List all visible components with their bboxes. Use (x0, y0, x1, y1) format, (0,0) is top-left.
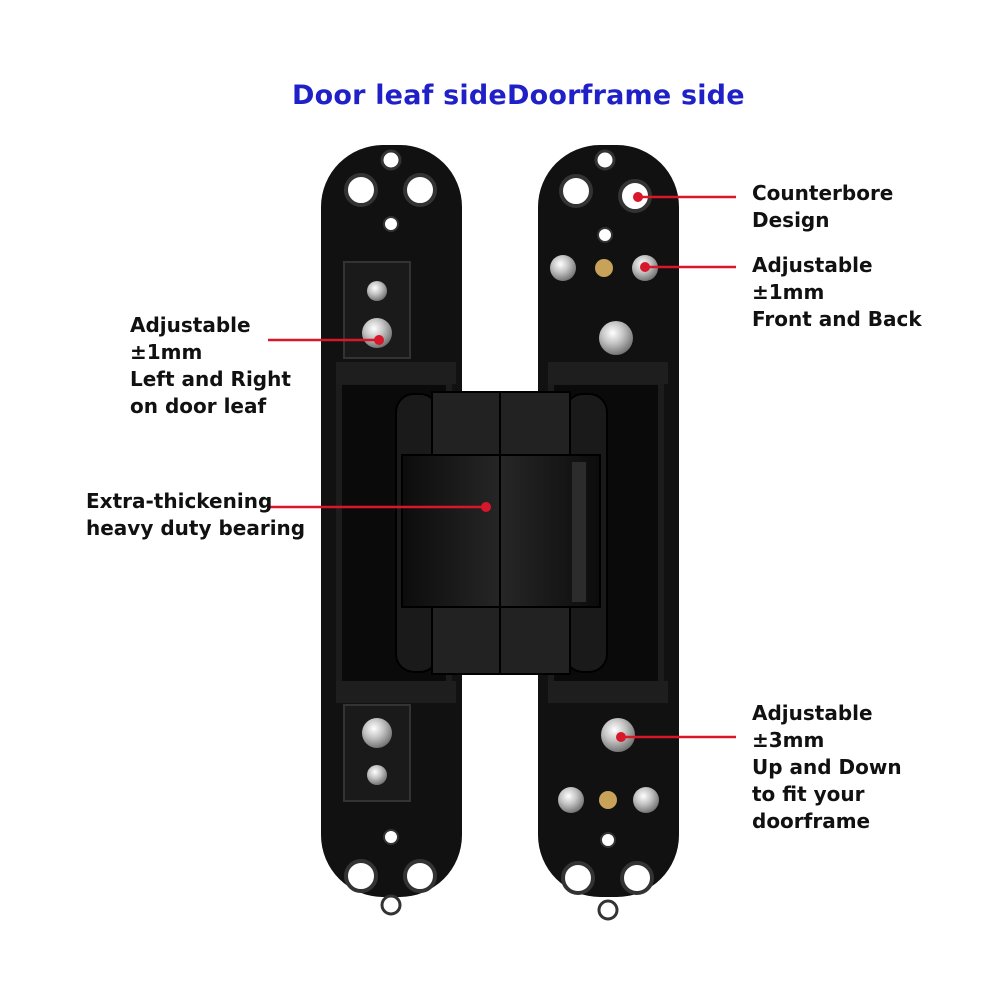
callout-leaders (268, 192, 736, 742)
up-down-callout: Adjustable ±3mm Up and Down to fit your … (752, 700, 902, 835)
front-back-callout: Adjustable ±1mm Front and Back (752, 252, 922, 333)
callout-line: Extra-thickening (86, 489, 273, 513)
doorframe-side-title: Doorframe side (507, 80, 745, 111)
callout-line: Adjustable (130, 313, 251, 337)
callout-line: to fit your (752, 782, 865, 806)
left-right-callout: Adjustable ±1mm Left and Right on door l… (130, 312, 291, 420)
counterbore-callout: Counterbore Design (752, 180, 893, 234)
bearing-callout: Extra-thickening heavy duty bearing (86, 488, 305, 542)
callout-line: Design (752, 208, 830, 232)
callout-line: Adjustable (752, 701, 873, 725)
callout-line: heavy duty bearing (86, 516, 306, 540)
callout-line: Up and Down (752, 755, 902, 779)
bearing-body (395, 391, 608, 675)
callout-line: Adjustable (752, 253, 873, 277)
callout-line: ±3mm (752, 728, 825, 752)
callout-line: ±1mm (130, 340, 203, 364)
callout-line: doorframe (752, 809, 871, 833)
callout-line: Left and Right (130, 367, 291, 391)
door-leaf-side-title: Door leaf side (292, 80, 507, 111)
callout-line: Front and Back (752, 307, 922, 331)
callout-line: on door leaf (130, 394, 267, 418)
callout-line: ±1mm (752, 280, 825, 304)
callout-line: Counterbore (752, 181, 894, 205)
